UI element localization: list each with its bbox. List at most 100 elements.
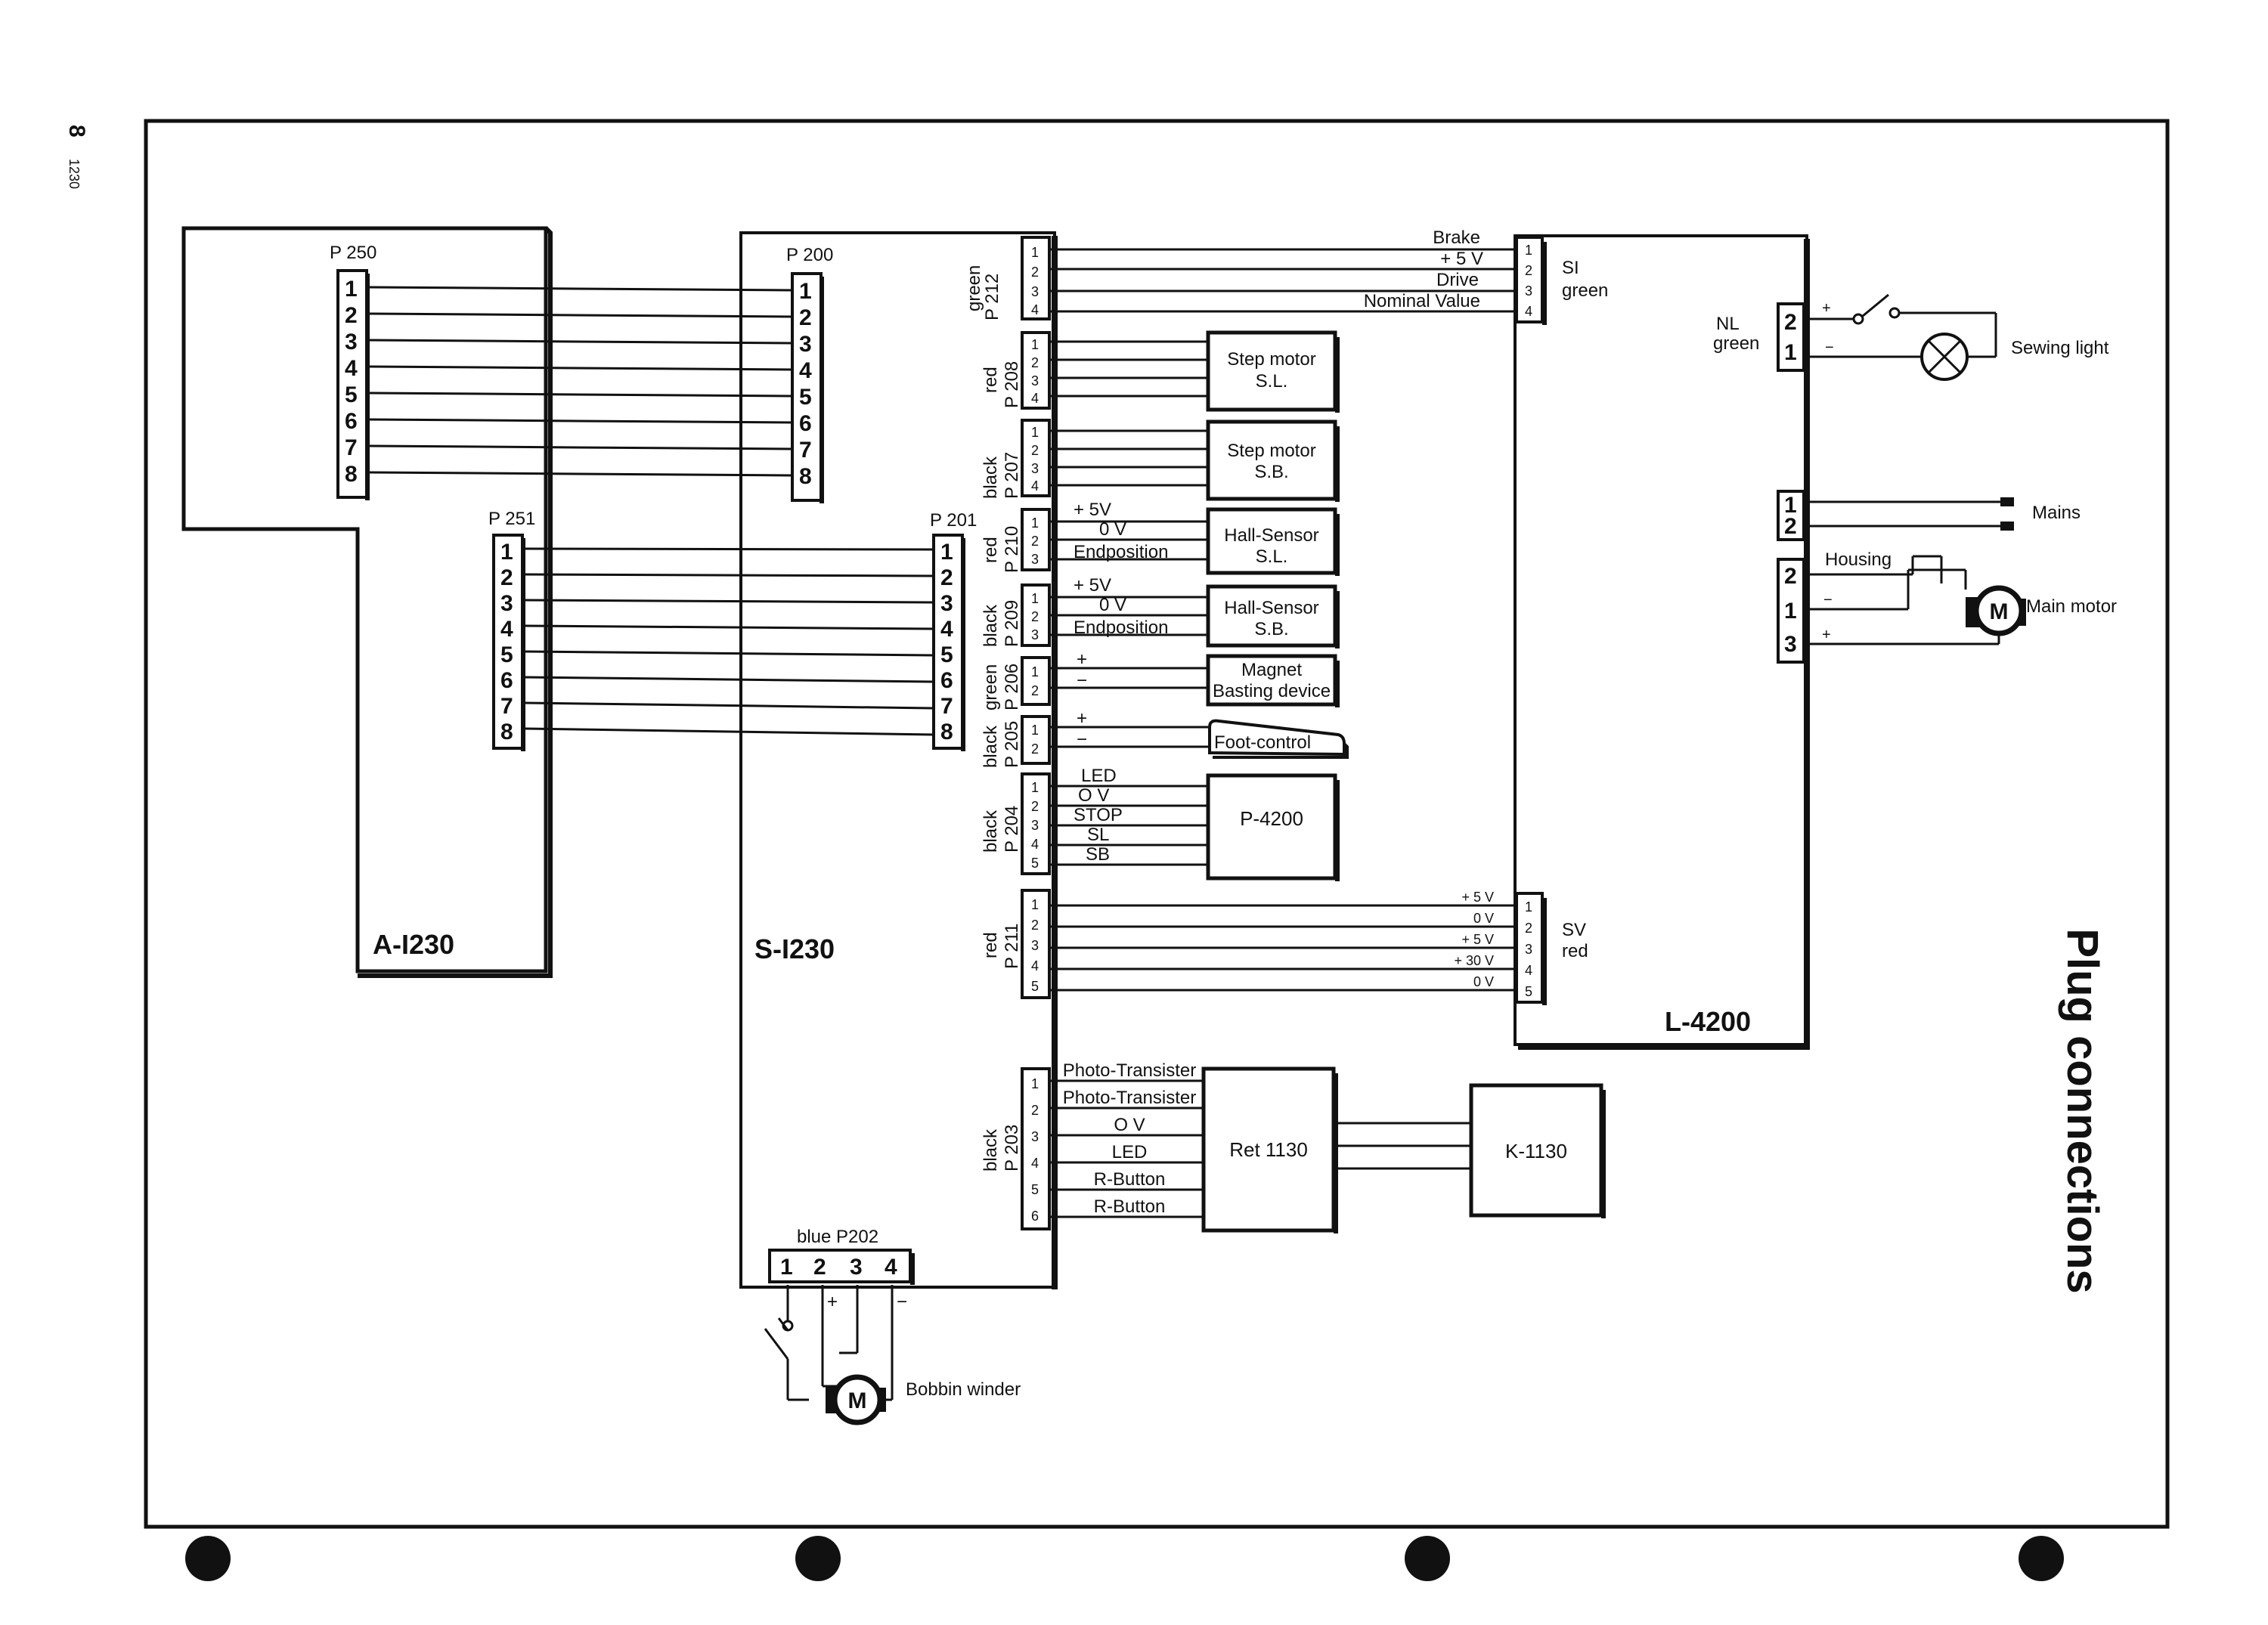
svg-text:1: 1 [1031,425,1039,440]
p4200-unit: LED O V STOP SL SB P-4200 [1049,766,1340,881]
svg-text:black: black [981,604,1001,647]
svg-text:0 V: 0 V [1099,519,1126,540]
svg-text:2: 2 [1031,741,1039,757]
svg-text:2: 2 [1031,265,1039,280]
svg-text:4: 4 [1525,963,1532,978]
svg-text:4: 4 [1525,304,1532,319]
svg-text:4: 4 [799,358,812,383]
svg-text:S.L.: S.L. [1256,371,1288,392]
p211-signal-labels: + 5 V 0 V + 5 V + 30 V 0 V [1454,890,1494,989]
board-s1230-label: S-I230 [754,933,835,964]
p200-connector [791,272,823,502]
svg-text:4: 4 [885,1255,897,1280]
p200-label: P 200 [786,245,833,265]
svg-text:Foot-control: Foot-control [1214,732,1311,753]
svg-text:+ 5 V: + 5 V [1461,932,1494,947]
svg-text:6: 6 [345,409,358,434]
svg-text:+ 5 V: + 5 V [1461,890,1494,905]
doc-code: 1230 [67,159,82,189]
board-l4200-outline [1514,234,1808,1046]
svg-text:green: green [1562,280,1608,301]
svg-text:1: 1 [1031,780,1039,795]
svg-text:+: + [1822,627,1831,643]
svg-text:Basting device: Basting device [1213,681,1331,701]
housing-label: Housing [1825,549,1892,570]
ret1130-unit: Ret 1130 [1201,1066,1338,1233]
svg-text:green: green [964,265,984,311]
mains-connector: 1 2 [1777,490,2014,541]
svg-text:5: 5 [799,385,812,410]
p250-pins: 1 2 3 4 5 6 7 8 [345,277,358,487]
p201-pins: 1 2 3 4 5 6 7 8 [940,540,953,744]
svg-text:1: 1 [500,540,513,565]
main-motor-connector: 2 1 3 [1777,558,1808,665]
svg-text:P 205: P 205 [1002,721,1022,768]
svg-text:1: 1 [1525,899,1532,915]
p207-plug: P 207 black 1 2 3 4 [981,419,1051,499]
svg-text:1: 1 [1031,897,1039,912]
punch-hole [2019,1536,2064,1581]
svg-text:2: 2 [500,565,513,590]
svg-text:1: 1 [345,277,358,302]
main-motor-signs: − + [1822,592,1833,643]
svg-text:3: 3 [799,332,812,357]
svg-text:SV: SV [1562,920,1586,940]
svg-text:P 212: P 212 [982,274,1002,320]
wires-p203-ret1130 [1049,1079,1204,1218]
svg-text:3: 3 [1031,373,1039,388]
svg-text:6: 6 [1031,1209,1039,1224]
p206-plug: P 206 green 1 2 [981,656,1051,710]
svg-text:0 V: 0 V [1473,911,1494,926]
svg-text:8: 8 [500,720,513,744]
svg-text:Endposition: Endposition [1074,618,1168,638]
page-number-text: 8 [64,125,89,138]
svg-text:−: − [1823,592,1833,608]
magnet-basting-device: + − Magnet Basting device [1049,649,1340,707]
svg-text:4: 4 [500,617,513,642]
sewing-light-circuit [1808,293,1997,358]
svg-text:2: 2 [1031,799,1039,814]
svg-text:red: red [981,932,1001,958]
svg-text:2: 2 [813,1255,826,1280]
svg-text:red: red [981,367,1001,393]
svg-text:Drive: Drive [1436,270,1479,290]
board-l4200-label: L-4200 [1665,1006,1751,1037]
svg-text:Step motor: Step motor [1227,349,1315,370]
svg-text:+ 30 V: + 30 V [1454,953,1494,968]
svg-text:4: 4 [1031,391,1039,406]
svg-text:1: 1 [799,279,812,304]
p251-pins: 1 2 3 4 5 6 7 8 [500,540,513,744]
svg-text:−: − [1077,670,1087,691]
wires-p250-p200 [369,286,793,477]
wires-ret1130-k1130 [1338,1122,1471,1170]
svg-text:7: 7 [799,438,812,463]
p250-label: P 250 [330,243,376,263]
svg-text:Photo-Transister: Photo-Transister [1063,1060,1197,1081]
svg-text:P 209: P 209 [1002,600,1022,647]
svg-text:M: M [848,1388,867,1413]
svg-text:0 V: 0 V [1473,974,1494,989]
svg-text:3: 3 [1031,1129,1039,1144]
p208-plug: P 208 red 1 2 3 4 [981,331,1051,410]
wires-p212-si [1049,248,1517,313]
step-motor-sl: Step motor S.L. [1049,330,1340,413]
svg-text:P-4200: P-4200 [1240,807,1303,830]
svg-text:3: 3 [345,330,358,354]
si-connector: 1 2 3 4 SI green [1515,236,1608,325]
p200-pins: 1 2 3 4 5 6 7 8 [799,279,812,489]
bobbin-winder-label: Bobbin winder [906,1379,1021,1400]
svg-text:1: 1 [780,1255,793,1280]
p202-plug: blue P202 1 2 3 4 [768,1227,915,1285]
p201-label: P 201 [930,510,977,531]
svg-text:3: 3 [500,591,513,616]
svg-text:3: 3 [1031,552,1039,567]
p251-label: P 251 [488,509,535,529]
svg-text:1: 1 [940,540,953,565]
svg-text:5: 5 [940,642,953,667]
svg-text:8: 8 [345,462,358,487]
svg-text:1: 1 [1784,493,1797,518]
svg-text:6: 6 [500,668,513,693]
svg-text:Magnet: Magnet [1241,660,1302,680]
bobbin-winder-motor: M [826,1374,886,1425]
wires-p251-p201 [525,547,934,736]
